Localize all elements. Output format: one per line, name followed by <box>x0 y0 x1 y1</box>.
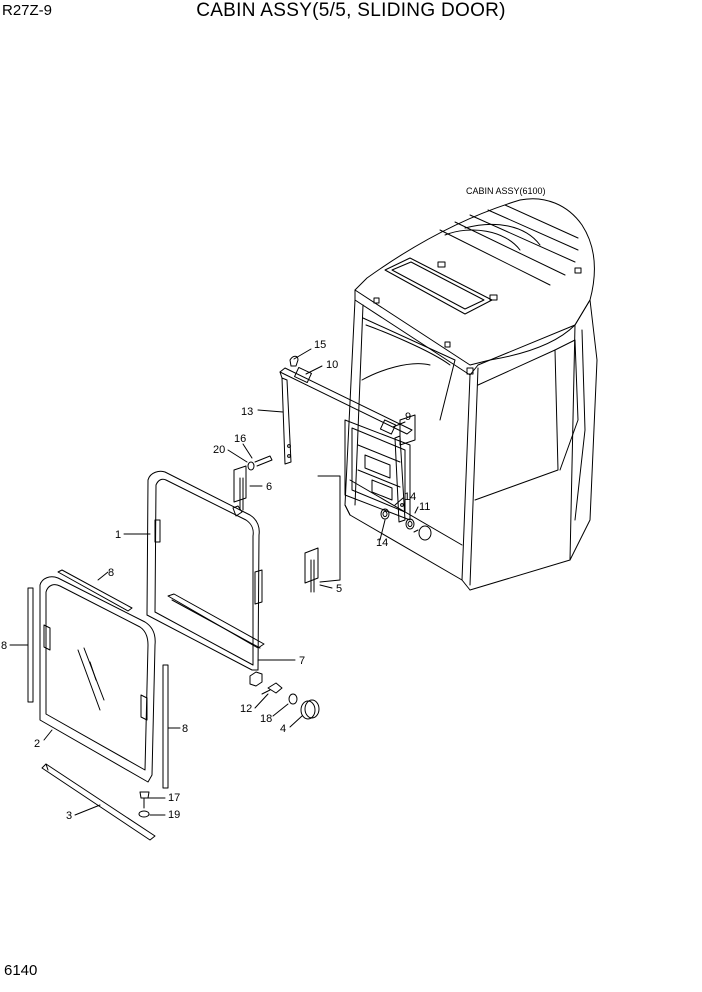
upper-rail <box>279 355 413 523</box>
page-title: CABIN ASSY(5/5, SLIDING DOOR) <box>196 0 506 21</box>
callout-17: 17 <box>168 792 180 804</box>
callout-8-left: 8 <box>1 640 7 652</box>
callout-15: 15 <box>314 339 326 351</box>
callout-14-upper: 14 <box>404 491 416 503</box>
callout-18: 18 <box>260 713 272 725</box>
bottom-rail <box>41 763 156 841</box>
callout-5: 5 <box>336 583 342 595</box>
small-hardware <box>138 455 432 818</box>
callout-12: 12 <box>240 703 252 715</box>
callout-4: 4 <box>280 723 286 735</box>
callout-3: 3 <box>66 810 72 822</box>
callout-6: 6 <box>266 481 272 493</box>
cabin-body <box>344 198 598 591</box>
callout-16: 16 <box>234 433 246 445</box>
reference-label: CABIN ASSY(6100) <box>466 186 546 196</box>
leader-lines <box>9 348 419 816</box>
model-code: R27Z-9 <box>2 2 53 19</box>
leader-line <box>317 475 341 583</box>
callout-20: 20 <box>213 444 225 456</box>
door-glass <box>39 576 156 783</box>
callout-10: 10 <box>326 359 338 371</box>
callout-19: 19 <box>168 809 180 821</box>
callout-14-lower: 14 <box>376 537 388 549</box>
callout-2: 2 <box>34 738 40 750</box>
callout-8-right: 8 <box>182 723 188 735</box>
callout-9: 9 <box>405 411 411 423</box>
callout-1: 1 <box>115 529 121 541</box>
seal-strips <box>27 569 169 789</box>
callout-7: 7 <box>299 655 305 667</box>
callout-8-top: 8 <box>108 567 114 579</box>
callout-13: 13 <box>241 406 253 418</box>
page-number: 6140 <box>4 962 38 979</box>
callout-11: 11 <box>419 501 430 513</box>
door-frame <box>146 470 265 687</box>
